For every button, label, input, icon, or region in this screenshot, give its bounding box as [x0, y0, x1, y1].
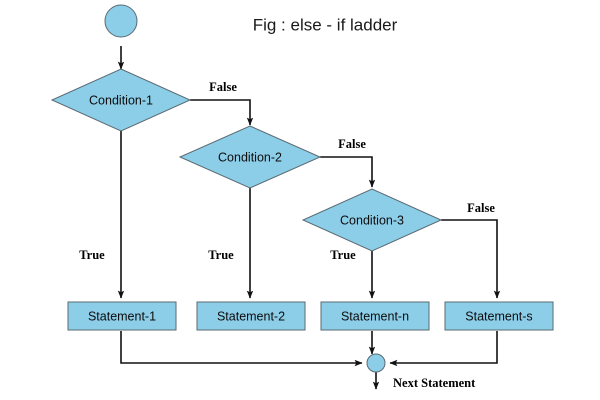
edge-label-true-2: True: [208, 248, 234, 262]
merge-node[interactable]: [366, 353, 386, 373]
condition-1-label: Condition-1: [89, 93, 153, 107]
statement-s-box[interactable]: [444, 301, 554, 331]
edge-label-false-1: False: [209, 80, 237, 94]
start-node[interactable]: [104, 4, 138, 38]
edge-label-false-2: False: [338, 137, 366, 151]
statement-s-label: Statement-s: [465, 309, 532, 323]
condition-1-diamond[interactable]: [50, 68, 192, 132]
statement-n-label: Statement-n: [341, 309, 409, 323]
edge-statement-s-to-merge: [389, 331, 498, 367]
edge-condition-2-false-to-condition-3: [320, 156, 376, 188]
statement-2-label: Statement-2: [217, 309, 285, 323]
edge-condition-3-false-to-statement-s: [441, 219, 501, 299]
condition-2-label: Condition-2: [218, 150, 282, 164]
edge-condition-1-false-to-condition-2: [190, 99, 254, 126]
statement-1-box[interactable]: [67, 301, 177, 331]
statement-2-box[interactable]: [196, 301, 306, 331]
edge-label-false-3: False: [467, 201, 495, 215]
condition-3-diamond[interactable]: [301, 188, 443, 252]
next-statement-label: Next Statement: [393, 376, 476, 390]
edge-label-true-1: True: [79, 248, 105, 262]
statement-n-box[interactable]: [320, 301, 430, 331]
edge-label-true-3: True: [330, 248, 356, 262]
statement-1-label: Statement-1: [88, 309, 156, 323]
figure-title: Fig : else - if ladder: [253, 15, 398, 34]
condition-3-label: Condition-3: [340, 213, 404, 227]
condition-2-diamond[interactable]: [178, 125, 322, 189]
edge-statement-1-to-merge: [120, 331, 363, 367]
